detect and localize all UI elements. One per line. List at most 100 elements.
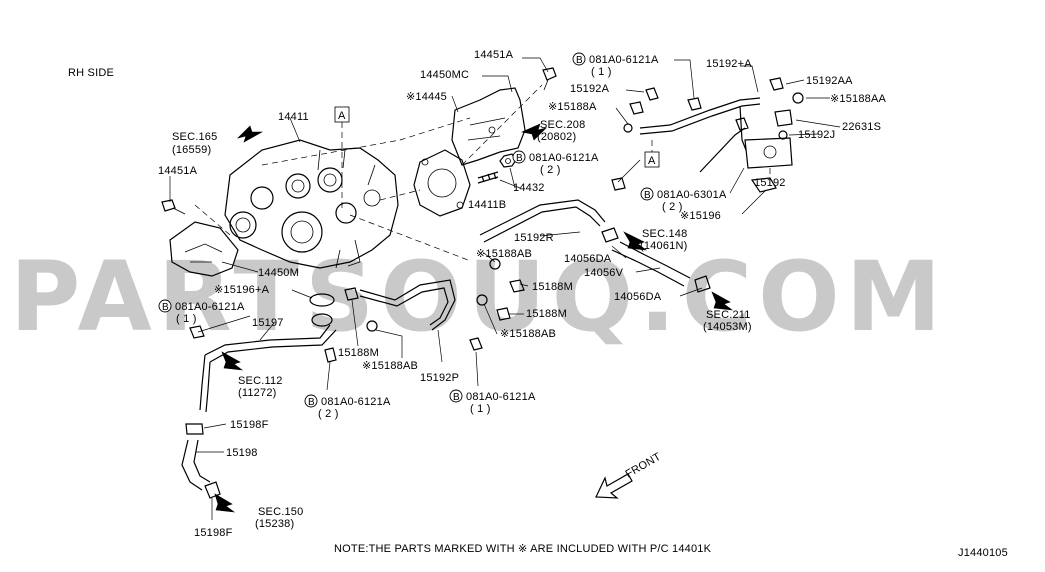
label-14445: ※14445 bbox=[406, 91, 447, 103]
watermark-text: PARTSOUQ.COM bbox=[10, 241, 947, 353]
label-14053M: (14053M) bbox=[703, 321, 752, 333]
label-14056V: 14056V bbox=[584, 267, 624, 279]
oil-tube-upper bbox=[639, 97, 761, 129]
svg-text:A: A bbox=[648, 155, 656, 167]
bolt-circle-b-icon bbox=[449, 389, 463, 403]
bolt-15192A bbox=[629, 101, 644, 115]
label-14450M: 14450M bbox=[258, 267, 299, 279]
svg-text:B: B bbox=[644, 190, 651, 201]
label-bolt3: 081A0-6301A bbox=[657, 189, 727, 201]
label-14451A-left: 14451A bbox=[158, 165, 198, 177]
label-15192: 15192 bbox=[754, 177, 786, 189]
label-11272: (11272) bbox=[238, 387, 277, 399]
label-15188AA: ※15188AA bbox=[830, 93, 887, 105]
bolt-circle-b-icon bbox=[512, 150, 526, 164]
label-bolt6-qty: ( 2 ) bbox=[318, 408, 339, 420]
arrow-sec150 bbox=[214, 493, 236, 513]
bolt-15192AA bbox=[769, 77, 784, 91]
bolt-081A0-6121A-top2 bbox=[687, 97, 702, 111]
nut-14432 bbox=[499, 153, 517, 168]
bolt-081A0-6121A-mid bbox=[324, 347, 337, 363]
label-15192R: 15192R bbox=[514, 232, 554, 244]
label-14432: 14432 bbox=[513, 182, 545, 194]
sensor-22631S bbox=[774, 109, 793, 127]
arrow-sec112 bbox=[221, 351, 244, 371]
clamp-15188AB-c bbox=[366, 320, 378, 332]
label-15197: 15197 bbox=[252, 317, 284, 329]
washer-15192J bbox=[778, 130, 788, 140]
stud-14411B bbox=[477, 171, 499, 184]
bolt-081A0-6121A-left bbox=[189, 325, 205, 339]
label-15192P: 15192P bbox=[420, 372, 459, 384]
gasket-14445 bbox=[413, 149, 471, 217]
label-15188M-c: 15188M bbox=[338, 347, 379, 359]
label-15238: (15238) bbox=[255, 518, 294, 530]
label-14411: 14411 bbox=[278, 111, 309, 123]
label-15192AA: 15192AA bbox=[806, 75, 853, 87]
svg-text:B: B bbox=[453, 392, 460, 403]
label-15196-plus-A: ※15196+A bbox=[214, 284, 270, 296]
label-15198: 15198 bbox=[226, 447, 258, 459]
svg-text:B: B bbox=[516, 153, 523, 164]
clamp-15188AB-b bbox=[476, 294, 488, 306]
label-15196: ※15196 bbox=[680, 210, 721, 222]
bolt-circle-b-icon bbox=[304, 394, 318, 408]
svg-text:B: B bbox=[308, 397, 315, 408]
svg-text:A: A bbox=[338, 110, 346, 122]
label-bolt5: 081A0-6121A bbox=[466, 391, 536, 403]
label-bolt2-qty: ( 2 ) bbox=[540, 164, 561, 176]
label-sec211: SEC.211 bbox=[706, 309, 751, 321]
bolt-14451A-top bbox=[542, 67, 557, 91]
eyebolt-15188M-a bbox=[509, 279, 525, 293]
bolt-081A0-6121A-right bbox=[611, 177, 626, 191]
label-sec148: SEC.148 bbox=[642, 228, 687, 240]
label-14411B: 14411B bbox=[468, 199, 506, 211]
bolt-circle-b-icon bbox=[572, 52, 586, 66]
oil-tube-15192R bbox=[479, 199, 606, 236]
label-15192-plus-A: 15192+A bbox=[706, 58, 752, 70]
label-bolt4-qty: ( 1 ) bbox=[176, 313, 197, 325]
label-bolt1: 081A0-6121A bbox=[589, 54, 659, 66]
note-text: NOTE:THE PARTS MARKED WITH ※ ARE INCLUDE… bbox=[334, 543, 712, 555]
svg-text:B: B bbox=[576, 55, 583, 66]
heat-insulator-14450MC bbox=[451, 87, 526, 166]
label-bolt6: 081A0-6121A bbox=[321, 396, 391, 408]
bolt-081A0-6301A bbox=[735, 117, 749, 131]
label-sec150: SEC.150 bbox=[258, 506, 303, 518]
label-14056DA-b: 14056DA bbox=[614, 291, 662, 303]
label-sec112: SEC.112 bbox=[238, 375, 283, 387]
label-15188A: ※15188A bbox=[548, 101, 597, 113]
label-14450MC: 14450MC bbox=[420, 69, 469, 81]
label-15192A: 15192A bbox=[570, 83, 610, 95]
label-15198F-a: 15198F bbox=[230, 419, 269, 431]
label-16559: (16559) bbox=[172, 144, 211, 156]
label-bolt5-qty: ( 1 ) bbox=[470, 403, 491, 415]
arrow-sec148 bbox=[623, 231, 648, 251]
label-14061N: (14061N) bbox=[640, 240, 687, 252]
diagram-code: J1440105 bbox=[958, 547, 1008, 559]
washer-15188A bbox=[623, 123, 633, 133]
bolt-14451A-left bbox=[161, 199, 186, 215]
rh-side-label: RH SIDE bbox=[68, 67, 114, 79]
label-22631S: 22631S bbox=[842, 121, 881, 133]
arrow-sec208 bbox=[521, 123, 547, 141]
tube-15192P bbox=[359, 279, 456, 331]
label-sec208: SEC.208 bbox=[540, 119, 585, 131]
ref-box-a-tube: A bbox=[644, 151, 660, 168]
hose-15198 bbox=[181, 423, 221, 499]
turbocharger-assembly bbox=[224, 139, 399, 269]
bolt-circle-b-icon bbox=[158, 299, 172, 313]
bolt-081A0-6121A-low bbox=[469, 337, 483, 351]
label-14451A-top: 14451A bbox=[474, 49, 514, 61]
bolt-circle-b-icon bbox=[640, 187, 654, 201]
bolt-081A0-6121A-top bbox=[645, 87, 659, 101]
clamp-15188AB-a bbox=[489, 258, 501, 270]
label-15188M-a: 15188M bbox=[532, 281, 573, 293]
arrow-sec211 bbox=[711, 291, 734, 311]
label-bolt4: 081A0-6121A bbox=[175, 301, 245, 313]
label-sec165: SEC.165 bbox=[172, 131, 217, 143]
front-direction-arrow: FRONT bbox=[595, 451, 663, 499]
label-15192J: 15192J bbox=[798, 129, 835, 141]
